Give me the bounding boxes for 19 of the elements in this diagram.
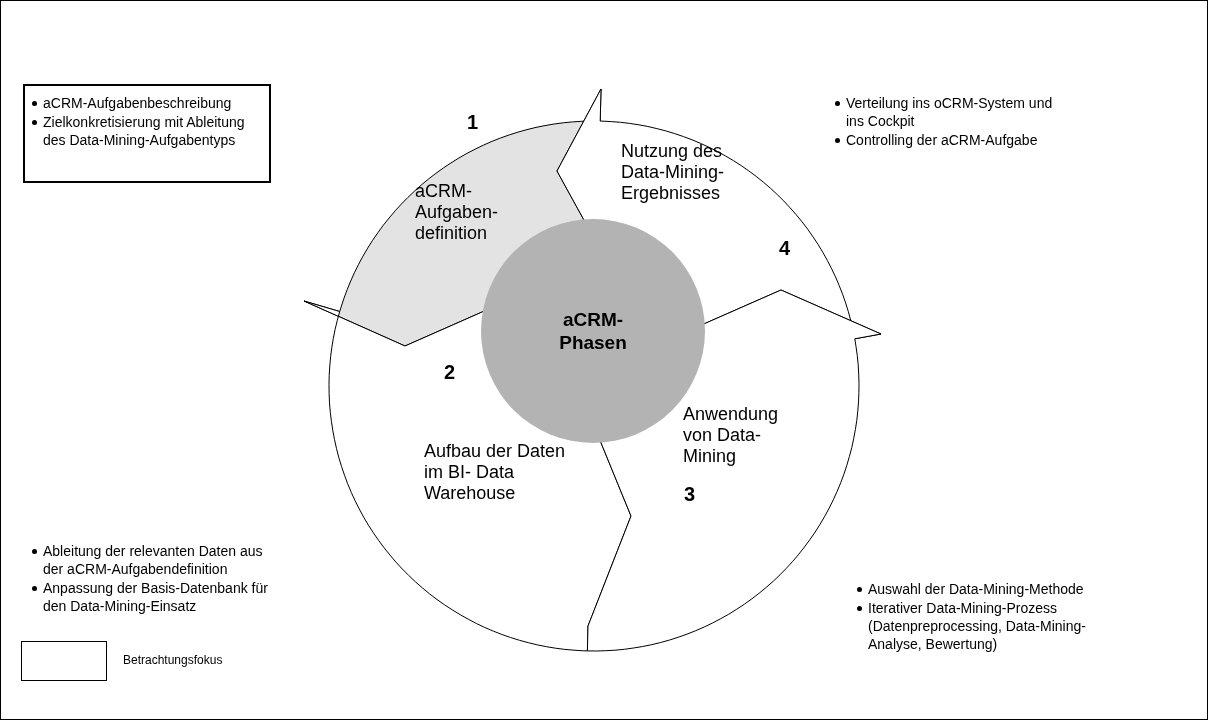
bullet-text: Auswahl der Data-Mining-Methode bbox=[868, 580, 1084, 598]
bullet-text: Zielkonkretisierung mit Ableitung des Data-Mining-Aufgabentyps bbox=[43, 113, 246, 149]
phase-label: aCRM- Aufgaben- definition bbox=[415, 181, 500, 244]
legend-label: Betrachtungsfokus bbox=[123, 653, 223, 667]
bullet-text: Verteilung ins oCRM-System und ins Cockpit bbox=[846, 94, 1054, 130]
bullet-text: aCRM-Aufgabenbeschreibung bbox=[43, 94, 232, 112]
phase-label: Anwendung von Data- Mining bbox=[683, 404, 780, 467]
center-label: aCRM- Phasen bbox=[558, 308, 628, 354]
phase-number: 3 bbox=[684, 483, 696, 505]
bullet-text: Anpassung der Basis-Datenbank für den Data-Mining-Einsatz bbox=[43, 579, 269, 615]
bullet-text: Controlling der aCRM-Aufgabe bbox=[846, 131, 1038, 149]
bullet-text: Iterativer Data-Mining-Prozess (Datenpreprocessing, Data-Mining- Analyse, Bewertung) bbox=[868, 599, 1087, 653]
phase-number: 1 bbox=[467, 111, 479, 133]
phase-number: 4 bbox=[779, 237, 791, 259]
phase-number: 2 bbox=[444, 361, 456, 383]
focus-box bbox=[23, 84, 271, 183]
phase-label: Nutzung des Data-Mining- Ergebnisses bbox=[621, 141, 726, 204]
bullet-text: Ableitung der relevanten Daten aus der aCRM-Aufgabendefinition bbox=[43, 542, 264, 578]
phase-label: Aufbau der Daten im BI- Data Warehouse bbox=[424, 441, 566, 504]
